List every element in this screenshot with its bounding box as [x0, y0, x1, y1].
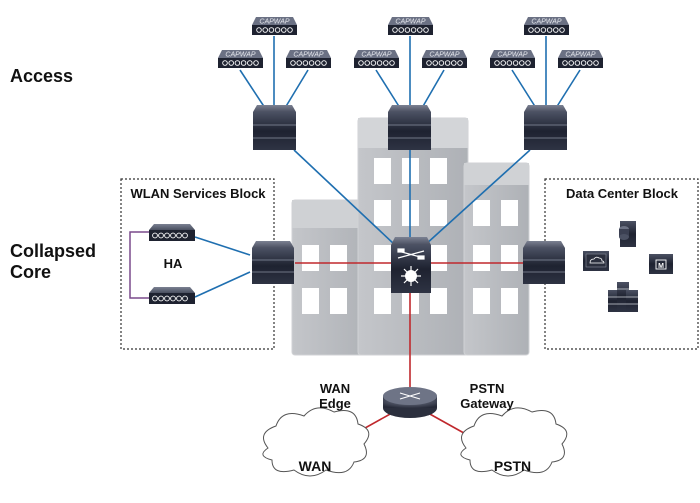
wan-edge-label: WAN Edge [305, 381, 365, 412]
capwap-label: CAPWAP [497, 52, 528, 59]
capwap-access-point[interactable]: CAPWAP [354, 50, 399, 68]
capwap-access-point[interactable]: CAPWAP [558, 50, 603, 68]
pstn-cloud [460, 407, 568, 477]
access-switch-1[interactable] [253, 105, 296, 150]
capwap-label: CAPWAP [565, 52, 596, 59]
pstn-gateway-label-line2: Gateway [460, 395, 514, 411]
link [421, 69, 445, 109]
pstn-cloud-label: PSTN [493, 458, 532, 474]
link [239, 69, 266, 109]
capwap-access-point[interactable]: CAPWAP [422, 50, 467, 68]
data-center-block-title: Data Center Block [566, 186, 678, 201]
wlan-services-block-border [120, 178, 275, 350]
capwap-access-point[interactable]: CAPWAP [252, 17, 297, 35]
capwap-label: CAPWAP [361, 52, 392, 59]
ha-link [129, 231, 150, 299]
svg-text:M: M [658, 263, 664, 270]
server-farm-icon[interactable] [608, 282, 638, 312]
storage-server-icon[interactable] [619, 221, 636, 247]
tier-label-access: Access [10, 66, 74, 86]
wan-cloud [262, 407, 370, 477]
capwap-label: CAPWAP [429, 52, 460, 59]
cloud-server-icon[interactable] [583, 251, 609, 271]
collapsed-core-switch[interactable] [391, 237, 431, 293]
ap-links [194, 36, 581, 298]
wan-cloud-label: WAN [298, 458, 332, 474]
media-server-icon[interactable]: M [649, 254, 673, 274]
link [511, 69, 537, 109]
capwap-access-point[interactable]: CAPWAP [388, 17, 433, 35]
tier-label-collapsed-core: Collapsed Core [10, 241, 97, 282]
link [194, 271, 251, 298]
link [424, 149, 531, 246]
capwap-label: CAPWAP [531, 19, 562, 26]
capwap-label: CAPWAP [293, 52, 324, 59]
wlan-controller-1[interactable] [149, 224, 195, 241]
ha-label: HA [163, 256, 183, 271]
data-center-block-border [544, 178, 699, 350]
wlan-services-block-title: WLAN Services Block [130, 186, 266, 201]
link [284, 69, 309, 109]
link [293, 149, 396, 246]
campus-buildings [291, 117, 530, 356]
link [375, 69, 401, 109]
capwap-access-point[interactable]: CAPWAP [524, 17, 569, 35]
pstn-gateway-label-line1: PSTN [469, 381, 505, 396]
capwap-access-point[interactable]: CAPWAP [286, 50, 331, 68]
access-points: CAPWAP CAPWAP CAPWAP CAPWAP CAPWAP CAPWAP CAPW… [218, 17, 603, 68]
capwap-access-point[interactable]: CAPWAP [218, 50, 263, 68]
data-center-switch[interactable] [523, 241, 565, 284]
pstn-gateway-label: PSTN Gateway [452, 381, 522, 412]
capwap-access-point[interactable]: CAPWAP [490, 50, 535, 68]
wan-edge-label-line2: Edge [319, 395, 351, 411]
wan-edge-label-line1: WAN [319, 381, 351, 396]
wan-edge-router[interactable] [383, 387, 437, 418]
link [194, 236, 251, 256]
capwap-label: CAPWAP [259, 19, 290, 26]
access-switch-2[interactable] [388, 105, 431, 150]
capwap-label: CAPWAP [225, 52, 256, 59]
router-arrows-icon [401, 266, 421, 286]
access-switch-3[interactable] [524, 105, 567, 150]
switch-arrows-icon [397, 248, 425, 260]
wlan-services-switch[interactable] [252, 241, 294, 284]
capwap-label: CAPWAP [395, 19, 426, 26]
wlan-controller-2[interactable] [149, 287, 195, 304]
link [555, 69, 581, 109]
